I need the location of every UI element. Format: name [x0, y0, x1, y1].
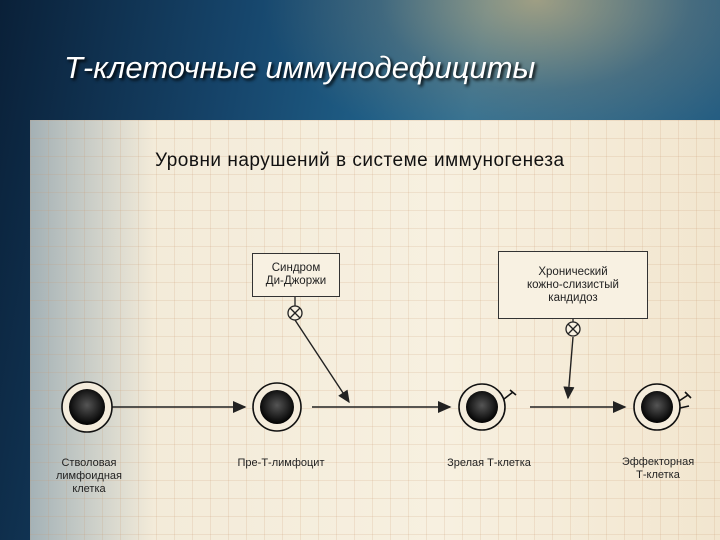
block-mark-digeorge [288, 306, 302, 320]
block-mark-candidiasis [566, 322, 580, 336]
effector-t-cell-icon [634, 384, 691, 430]
pre-t-lymphocyte-label: Пре-Т-лимфоцит [222, 457, 340, 470]
digeorge-syndrome-box: Синдром Ди-Джоржи [252, 253, 340, 297]
pre-t-lymphocyte-icon [253, 383, 301, 431]
arrow-candidiasis-block [568, 337, 573, 398]
mature-t-cell-icon [459, 384, 516, 430]
effector-t-cell-label: Эффекторная Т-клетка [608, 456, 708, 482]
candidiasis-box: Хронический кожно-слизистый кандидоз [498, 251, 648, 319]
mature-t-cell-label: Зрелая Т-клетка [430, 457, 548, 470]
stem-cell-icon [62, 382, 112, 432]
stem-cell-label: Стволовая лимфоидная клетка [50, 457, 128, 496]
arrow-digeorge-block [295, 320, 349, 402]
